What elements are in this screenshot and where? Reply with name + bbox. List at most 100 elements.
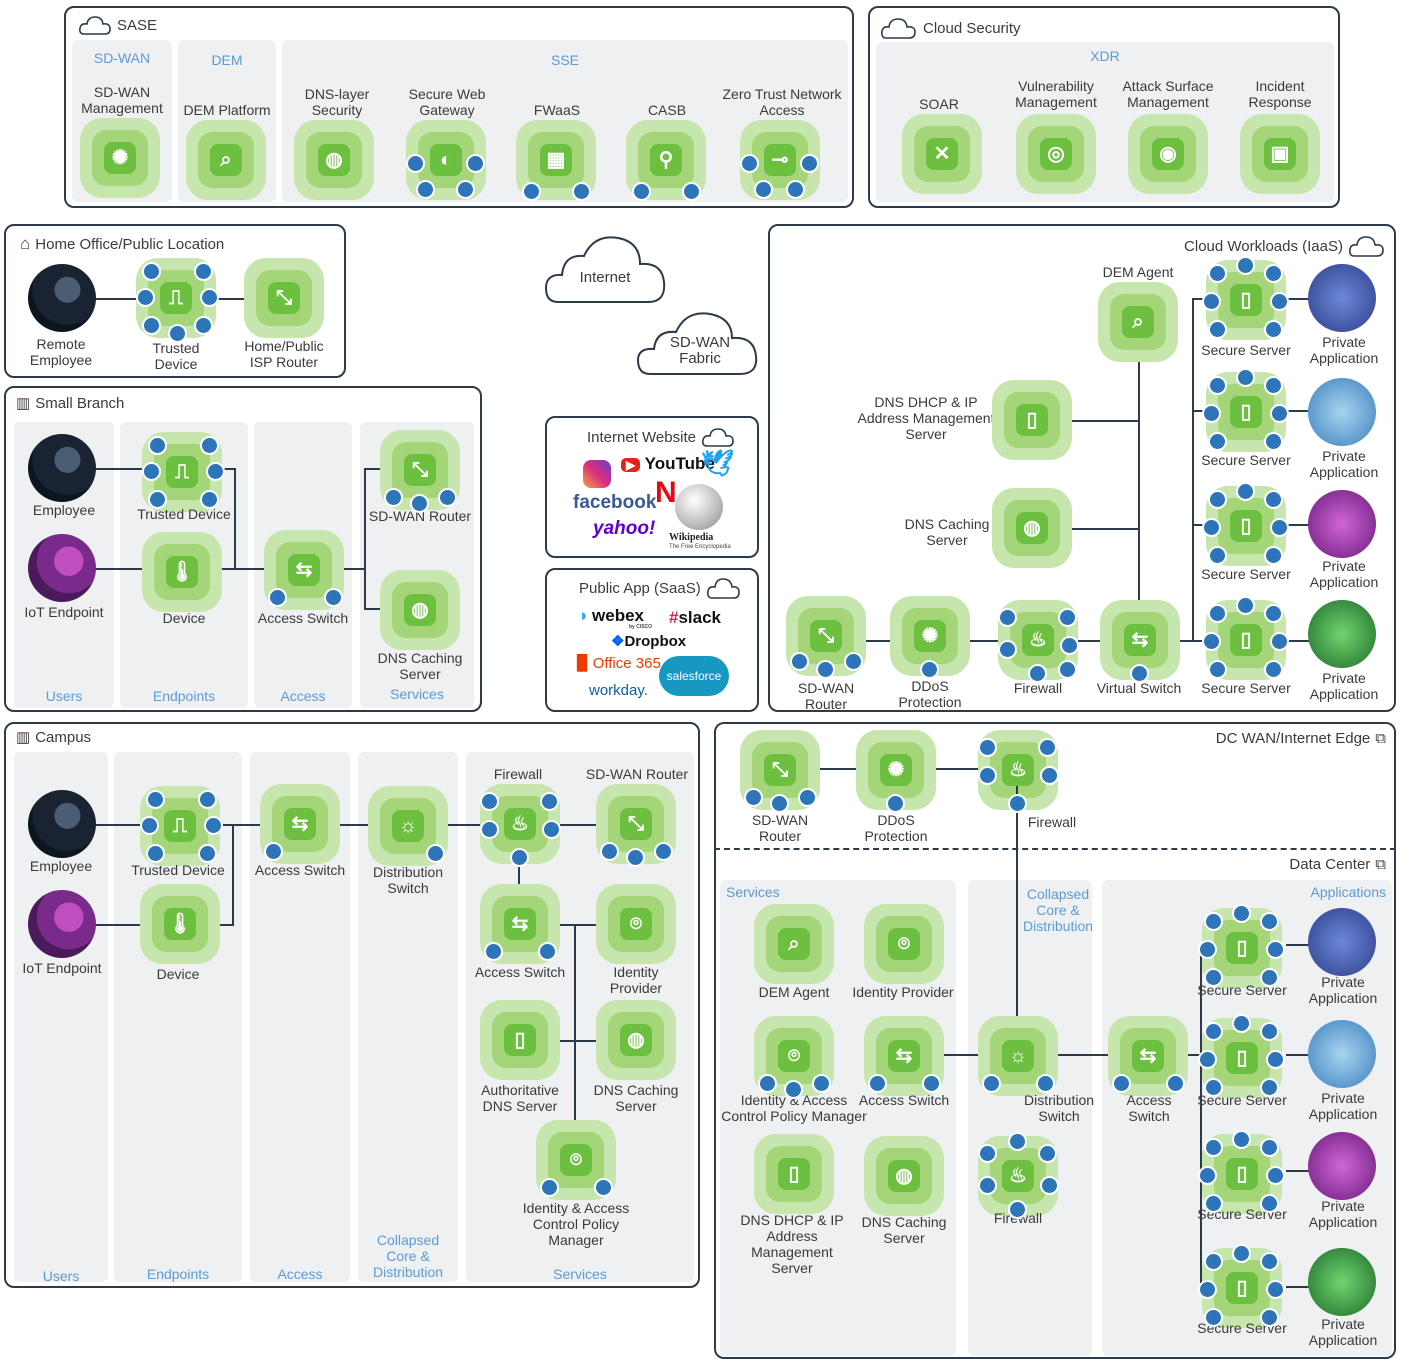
attack-surface-icon: ◉ xyxy=(1128,114,1208,194)
cloud-workloads-panel: Cloud Workloads (IaaS) DEM Agent ⌕ DNS D… xyxy=(768,224,1396,712)
firewall-icon: ♨ xyxy=(998,600,1079,683)
secure-server-icon: ▯ xyxy=(1202,482,1289,566)
zone-label-endpoints: Endpoints xyxy=(146,1266,210,1282)
public-app-title: Public App (SaaS) xyxy=(579,579,701,597)
access-switch-icon: ⇆ xyxy=(260,784,340,864)
wikipedia-logo: Wikipedia xyxy=(669,532,714,543)
trusted-device-icon: ⎍ xyxy=(142,432,225,512)
campus-node-label: Identity & Access Control Policy Manager xyxy=(522,1200,630,1248)
incident-response-icon: ▣ xyxy=(1240,114,1320,194)
cloud-icon xyxy=(706,578,740,599)
campus-node-label: Access Switch xyxy=(254,862,346,878)
facebook-logo: facebook xyxy=(573,492,657,513)
internet-label: Internet xyxy=(579,269,631,286)
small-branch-header: ▥ Small Branch xyxy=(16,394,124,413)
dc-node-label: Private Application xyxy=(1308,1198,1378,1230)
firewall-icon: ♨ xyxy=(978,1132,1059,1219)
sdwan-router-icon: ⤡ xyxy=(740,730,820,813)
dem-agent-icon: ⌕ xyxy=(1098,282,1178,362)
zone-label-users: Users xyxy=(42,1268,80,1284)
secure-server-icon: ▯ xyxy=(1202,596,1289,680)
dc-node-label: Private Application xyxy=(1308,1316,1378,1348)
workday-logo: workday. xyxy=(589,682,648,699)
building-icon: ▥ xyxy=(16,395,31,412)
dns-caching-icon: ◍ xyxy=(864,1136,944,1216)
zone-label-access: Access xyxy=(277,1266,323,1282)
cloud-workloads-header: Cloud Workloads (IaaS) xyxy=(1184,234,1386,258)
sase-header: SASE xyxy=(78,14,157,36)
secure-server-icon: ▯ xyxy=(1198,904,1285,988)
vulnerability-icon: ◎ xyxy=(1016,114,1096,194)
dc-edge-title: DC WAN/Internet Edge xyxy=(1215,730,1371,747)
wikipedia-tagline: The Free Encyclopedia xyxy=(669,544,731,550)
dhcp-server-icon: ▯ xyxy=(754,1134,834,1214)
iot-endpoint-icon xyxy=(28,534,96,602)
youtube-logo: ▶ YouTube xyxy=(621,454,715,474)
identity-provider-icon: ⌾ xyxy=(596,884,676,964)
home-node-label: Trusted Device xyxy=(152,340,200,372)
campus-node-label: Trusted Device xyxy=(131,862,225,878)
sb-node-label: Device xyxy=(162,610,206,626)
zone-label-access: Access xyxy=(280,688,326,704)
dem-agent-icon: ⌕ xyxy=(754,904,834,984)
datacenter-icon: ⧉ xyxy=(1375,856,1386,873)
cw-node-label: DNS DHCP & IP Address Management Server xyxy=(857,394,995,442)
private-app-blue-icon xyxy=(1308,264,1376,332)
secure-server-icon: ▯ xyxy=(1198,1014,1285,1098)
home-node-label: Remote Employee xyxy=(29,336,93,368)
dc-edge-node-label: SD-WAN Router xyxy=(751,812,809,844)
virtual-switch-icon: ⇆ xyxy=(1100,600,1180,683)
yahoo-logo: yahoo! xyxy=(593,518,656,539)
trusted-device-icon: ⎍ xyxy=(140,786,223,866)
home-office-panel: ⌂ Home Office/Public Location Remote Emp… xyxy=(4,224,346,378)
campus-title: Campus xyxy=(35,728,92,746)
zone-label-core: Collapsed Core & Distribution xyxy=(372,1232,444,1280)
sase-node-label: DEM Platform xyxy=(183,102,271,118)
campus-node-label: Authoritative DNS Server xyxy=(481,1082,559,1114)
private-app-green-icon xyxy=(1308,1248,1376,1316)
internet-website-panel: Internet Website ▶ YouTube 🕊 facebook N … xyxy=(545,416,759,558)
website-header: Internet Website xyxy=(587,426,735,448)
cw-node-label: Firewall xyxy=(1013,680,1063,696)
campus-node-label: Device xyxy=(156,966,200,982)
campus-node-label: SD-WAN Router xyxy=(585,766,689,782)
dc-edge-panel: DC WAN/Internet Edge ⧉ ⤡ SD-WAN Router ✺… xyxy=(714,722,1396,850)
employee-avatar xyxy=(28,434,96,502)
cloud-icon xyxy=(881,18,916,39)
zone-label-sse: SSE xyxy=(550,52,579,68)
salesforce-logo: salesforce xyxy=(659,656,729,696)
cw-node-label: Private Application xyxy=(1309,670,1379,702)
building-icon: ▥ xyxy=(16,729,31,746)
cw-node-label: Secure Server xyxy=(1201,680,1291,696)
dc-node-label: Secure Server xyxy=(1197,1092,1287,1108)
campus-node-label: Identity Provider xyxy=(609,964,663,996)
soar-icon: ✕ xyxy=(902,114,982,194)
cs-node-label: Vulnerability Management xyxy=(1015,78,1097,110)
casb-icon: ⚲ xyxy=(626,120,706,201)
zone-core xyxy=(968,880,1092,1356)
secure-server-icon: ▯ xyxy=(1198,1130,1285,1214)
cw-node-label: DEM Agent xyxy=(1102,264,1174,280)
public-app-header: Public App (SaaS) xyxy=(579,576,742,600)
private-app-purple-icon xyxy=(1308,490,1376,558)
sdwan-router-icon: ⤡ xyxy=(786,596,866,679)
data-center-panel: Data Center ⧉ Services Collapsed Core & … xyxy=(714,766,1396,1359)
campus-node-label: DNS Caching Server xyxy=(593,1082,679,1114)
home-node-label: Home/Public ISP Router xyxy=(244,338,324,370)
identity-access-icon: ⌾ xyxy=(536,1120,616,1200)
ztna-icon: ⊸ xyxy=(740,120,820,200)
cw-node-label: Private Application xyxy=(1309,334,1379,366)
datacenter-icon: ⧉ xyxy=(1375,730,1386,747)
secure-server-icon: ▯ xyxy=(1198,1244,1285,1328)
dc-node-label: Access Switch xyxy=(858,1092,950,1108)
remote-employee-avatar xyxy=(28,264,96,332)
sase-node-label: FWaaS xyxy=(533,102,581,118)
cw-node-label: Virtual Switch xyxy=(1096,680,1182,696)
cloud-icon xyxy=(701,428,734,447)
sb-node-label: Employee xyxy=(32,502,96,518)
small-branch-panel: ▥ Small Branch Users Endpoints Access Se… xyxy=(4,386,482,712)
zone-label-services: Services xyxy=(553,1266,607,1282)
distribution-switch-icon: ☼ xyxy=(978,1016,1058,1096)
sase-node-label: Secure Web Gateway xyxy=(408,86,486,118)
firewall-icon: ♨ xyxy=(480,784,561,867)
